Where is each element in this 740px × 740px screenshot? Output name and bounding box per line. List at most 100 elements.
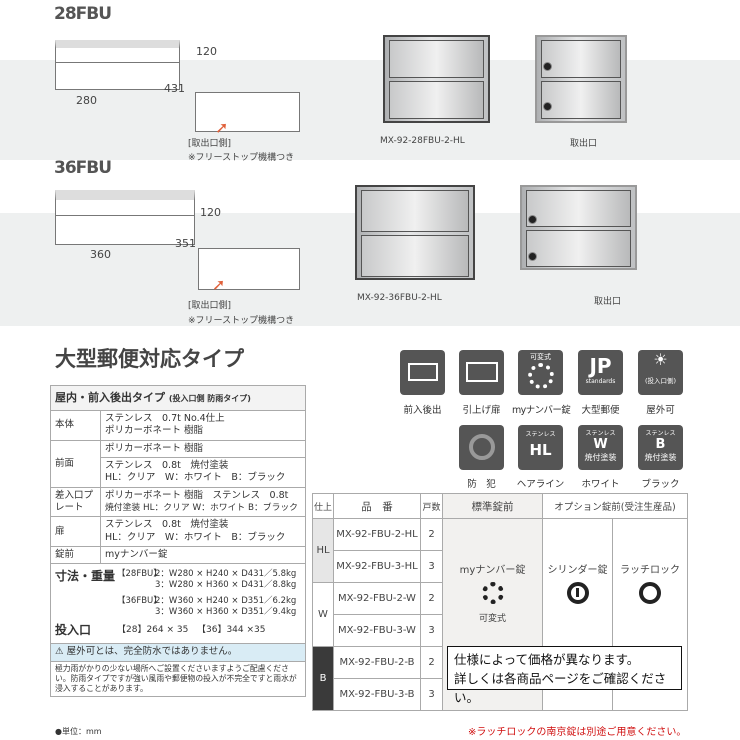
std-lock-name: myナンバー錠 bbox=[459, 565, 526, 576]
product-photo-back bbox=[535, 35, 627, 123]
finish-b: B bbox=[312, 646, 334, 711]
icon-label: 前入後出 bbox=[403, 405, 442, 416]
spec-key: 差入口プレート bbox=[50, 486, 101, 518]
part-number: MX-92-FBU-2-W bbox=[333, 582, 421, 615]
model-title-36fbu: 36FBU bbox=[54, 158, 112, 178]
photo-caption: 取出口 bbox=[570, 139, 598, 149]
finish-w: W bbox=[312, 582, 334, 647]
icon-tag: ステンレス bbox=[645, 430, 676, 437]
icon-sub: 焼付塗装 bbox=[584, 453, 617, 462]
slot-36: 【36】344 ×35 bbox=[197, 624, 266, 635]
door-count: 3 bbox=[420, 614, 443, 647]
icon-label: 屋外可 bbox=[646, 405, 675, 416]
icon-label: ブラック bbox=[641, 479, 680, 490]
open-side-label: [取出口側] bbox=[188, 301, 232, 311]
spec-table: 屋内・前入後出タイプ (投入口側 防雨タイプ) 本体ステンレス 0.7t No.… bbox=[50, 385, 306, 697]
part-number: MX-92-FBU-3-HL bbox=[333, 550, 421, 583]
finish-hl: HL bbox=[312, 518, 334, 583]
icon-main: B bbox=[655, 437, 666, 452]
spec-key: 錠前 bbox=[50, 546, 101, 565]
size-line: 3：W280 × H360 × D431／8.8kg bbox=[155, 580, 297, 591]
dim-depth: 351 bbox=[175, 237, 196, 250]
number-lock-icon: 可変式 bbox=[518, 350, 563, 395]
icon-tag: ステンレス bbox=[585, 430, 616, 437]
size-model: 【36FBU】 bbox=[117, 595, 162, 606]
icon-label: 引上げ扉 bbox=[462, 405, 501, 416]
icon-tag: ステンレス bbox=[525, 431, 556, 438]
spec-value: ポリカーボネート 樹脂 bbox=[105, 425, 204, 437]
open-side-label: [取出口側] bbox=[188, 139, 232, 149]
price-note-box: 仕様によって価格が異なります。詳しくは各商品ページをご確認ください。 bbox=[447, 646, 682, 705]
note-line: 詳しくは各商品ページをご確認ください。 bbox=[454, 671, 667, 705]
spec-value: ステンレス 0.8t 焼付塗装 bbox=[105, 519, 229, 531]
icon-label: 大型郵便 bbox=[581, 405, 620, 416]
door-count: 2 bbox=[420, 582, 443, 615]
spec-value: ステンレス 0.8t 焼付塗装 bbox=[105, 460, 229, 472]
spec-key: 前面 bbox=[50, 439, 101, 488]
number-lock-icon bbox=[481, 582, 504, 604]
door-count: 2 bbox=[420, 646, 443, 679]
icon-tag: 可変式 bbox=[530, 353, 551, 361]
part-number: MX-92-FBU-2-B bbox=[333, 646, 421, 679]
latch-note: ※ラッチロックの南京錠は別途ご用意ください。 bbox=[468, 727, 687, 738]
photo-caption: MX-92-28FBU-2-HL bbox=[380, 136, 465, 146]
col-std-lock: 標準錠前 bbox=[442, 493, 543, 519]
security-icon bbox=[459, 425, 504, 470]
box-drawing-28 bbox=[55, 40, 180, 90]
door-count: 2 bbox=[420, 518, 443, 551]
icon-sub: standards bbox=[585, 378, 616, 385]
photo-caption: MX-92-36FBU-2-HL bbox=[357, 293, 442, 303]
size-line: 2：W280 × H240 × D431／5.8kg bbox=[155, 569, 297, 580]
spec-header-sub: (投入口側 防雨タイプ) bbox=[168, 393, 251, 403]
icon-sub: 焼付塗装 bbox=[644, 453, 677, 462]
col-doors: 戸数 bbox=[420, 493, 443, 519]
cylinder-lock-icon bbox=[566, 582, 589, 604]
freestop-note: ※フリーストップ機構つき bbox=[188, 153, 295, 163]
icon-tag: (投入口側) bbox=[644, 377, 677, 385]
spec-value: HL：クリア W：ホワイト B：ブラック bbox=[105, 531, 286, 543]
dim-height: 120 bbox=[196, 45, 217, 58]
icon-main: W bbox=[593, 437, 608, 452]
open-box-drawing bbox=[198, 248, 300, 290]
part-number: MX-92-FBU-3-B bbox=[333, 678, 421, 711]
product-photo-front bbox=[355, 185, 475, 280]
warning-icon: ⚠ bbox=[55, 646, 64, 658]
size-label: 寸法・重量 bbox=[55, 569, 116, 584]
icon-label: 防 犯 bbox=[467, 479, 496, 490]
spec-value: ポリカーボネート 樹脂 bbox=[100, 439, 306, 459]
std-lock-sub: 可変式 bbox=[478, 614, 506, 624]
spec-value: 焼付塗装 HL：クリア W：ホワイト B：ブラック bbox=[105, 502, 298, 513]
slot-label: 投入口 bbox=[55, 622, 92, 637]
product-photo-front bbox=[383, 35, 490, 123]
product-photo-back bbox=[520, 185, 637, 270]
part-number: MX-92-FBU-2-HL bbox=[333, 518, 421, 551]
spec-header: 屋内・前入後出タイプ bbox=[55, 390, 165, 404]
outdoor-sun-icon: ☀(投入口側) bbox=[638, 350, 683, 395]
dim-width: 280 bbox=[76, 94, 97, 107]
size-model: 【28FBU】 bbox=[117, 569, 162, 580]
door-count: 3 bbox=[420, 550, 443, 583]
spec-key: 本体 bbox=[50, 410, 101, 441]
latch-lock-icon bbox=[639, 582, 661, 604]
arrow-icon: ➚ bbox=[215, 118, 229, 137]
dim-height: 120 bbox=[200, 206, 221, 219]
door-count: 3 bbox=[420, 678, 443, 711]
freestop-note: ※フリーストップ機構つき bbox=[188, 316, 295, 326]
model-title-28fbu: 28FBU bbox=[54, 4, 112, 24]
slot-28: 【28】264 × 35 bbox=[117, 624, 189, 635]
spec-value: ステンレス 0.7t No.4仕上 bbox=[105, 413, 225, 424]
front-in-back-out-icon bbox=[400, 350, 445, 395]
spec-value: myナンバー錠 bbox=[100, 546, 306, 565]
icon-main: HL bbox=[529, 441, 552, 459]
size-line: 3：W360 × H360 × D351／9.4kg bbox=[155, 606, 297, 617]
section-title: 大型郵便対応タイプ bbox=[55, 347, 244, 371]
dim-depth: 431 bbox=[164, 82, 185, 95]
icon-label: ホワイト bbox=[581, 479, 620, 490]
part-number: MX-92-FBU-3-W bbox=[333, 614, 421, 647]
open-box-drawing bbox=[195, 92, 300, 132]
note-line: 仕様によって価格が異なります。 bbox=[454, 652, 640, 667]
